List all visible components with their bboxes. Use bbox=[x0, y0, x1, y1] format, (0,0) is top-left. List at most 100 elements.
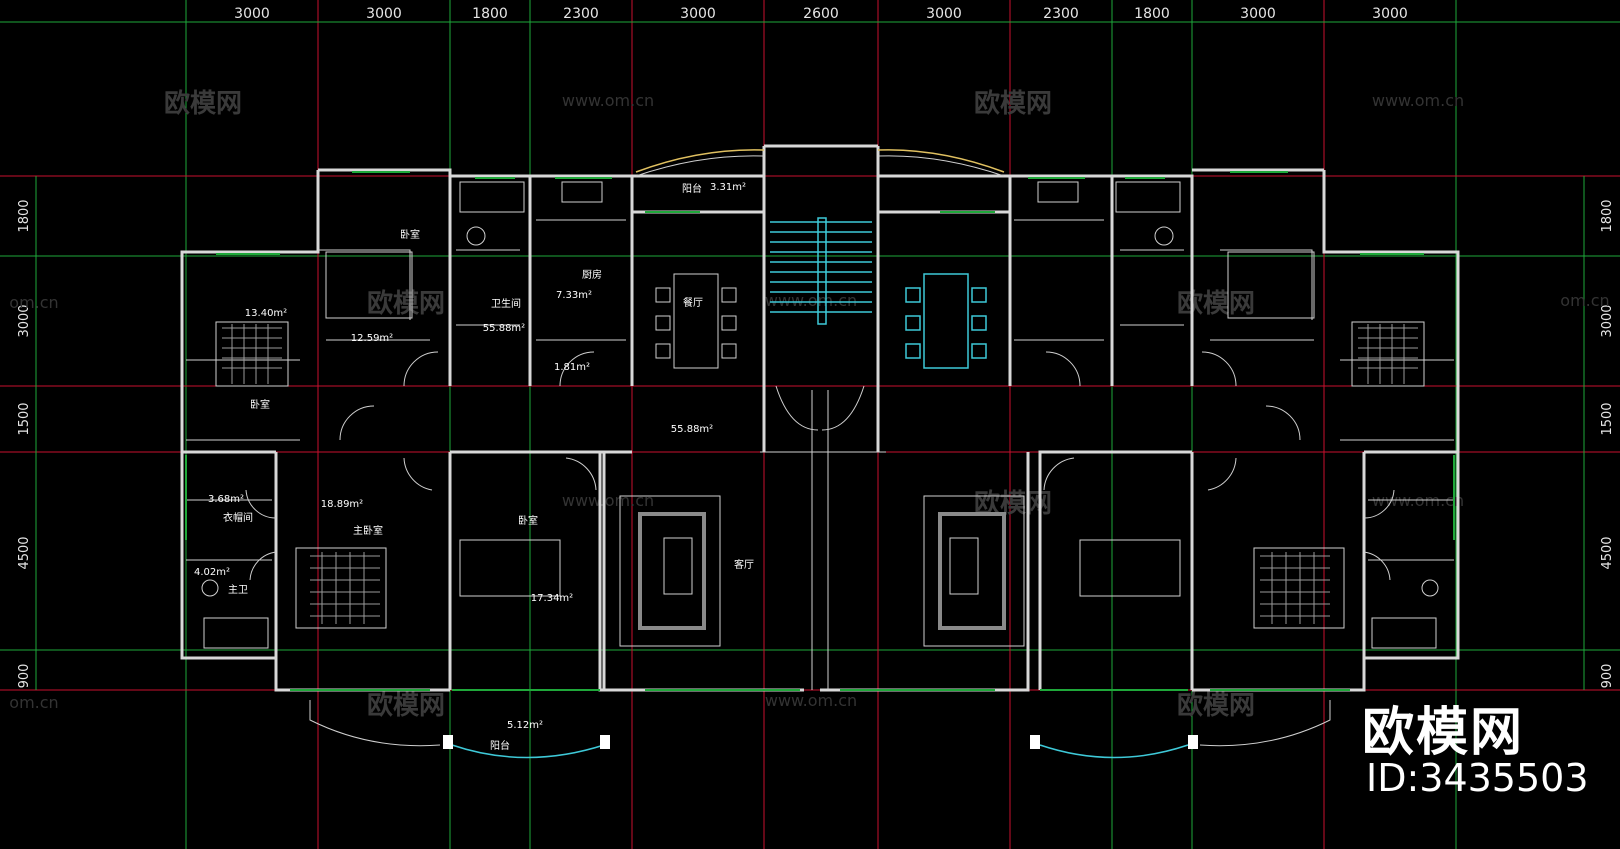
top-dimensions: 3000 3000 1800 2300 3000 2600 3000 2300 … bbox=[234, 6, 1408, 22]
dim-left-2: 3000 bbox=[17, 304, 32, 337]
room-labels: 阳台 3.31m² 卧室 12.59m² 13.40m² 卧室 卫生间 55.8… bbox=[194, 182, 754, 752]
bed-icon bbox=[325, 251, 413, 319]
furniture bbox=[201, 181, 1439, 649]
dim-right-1: 1800 bbox=[1600, 199, 1615, 232]
bed-icon bbox=[1253, 547, 1345, 629]
label-living-room: 客厅 bbox=[734, 558, 754, 571]
walls bbox=[180, 144, 1460, 692]
watermark-url-6: www.om.cn bbox=[562, 491, 654, 510]
watermark-url-5: om.cn bbox=[1560, 291, 1609, 310]
watermark-name-2: 欧模网 bbox=[974, 88, 1052, 119]
dim-top-3: 1800 bbox=[472, 6, 508, 22]
dim-top-10: 3000 bbox=[1240, 6, 1276, 22]
dim-top-5: 3000 bbox=[680, 6, 716, 22]
toilet-icon bbox=[1154, 226, 1174, 246]
dim-top-1: 3000 bbox=[234, 6, 270, 22]
dim-top-4: 2300 bbox=[563, 6, 599, 22]
dim-top-11: 3000 bbox=[1372, 6, 1408, 22]
bed-icon bbox=[1079, 539, 1181, 597]
right-dimensions: 1800 3000 1500 4500 900 bbox=[1600, 199, 1615, 688]
dining-table-icon bbox=[923, 273, 969, 369]
dim-right-2: 3000 bbox=[1600, 304, 1615, 337]
balcony-post-2 bbox=[600, 735, 610, 749]
label-master-bath-area: 4.02m² bbox=[194, 567, 230, 578]
model-id-text: ID:3435503 bbox=[1366, 756, 1589, 800]
staircase bbox=[760, 217, 886, 690]
balcony-post-4 bbox=[1188, 735, 1198, 749]
windows bbox=[185, 171, 1455, 691]
label-bedroom-mid: 卧室 bbox=[518, 514, 538, 527]
dim-top-2: 3000 bbox=[366, 6, 402, 22]
label-bedroom-far-left-area: 13.40m² bbox=[245, 308, 287, 319]
label-closet: 衣帽间 bbox=[223, 511, 253, 524]
watermark-url-1: www.om.cn bbox=[562, 91, 654, 110]
bathtub-icon bbox=[1371, 617, 1437, 649]
label-closet-area: 3.68m² bbox=[208, 494, 244, 505]
label-bedroom-far-left: 卧室 bbox=[250, 398, 270, 411]
dim-left-5: 900 bbox=[17, 664, 32, 689]
dim-left-4: 4500 bbox=[17, 536, 32, 569]
label-bedroom-tl: 卧室 bbox=[400, 228, 420, 241]
label-kitchen: 厨房 bbox=[582, 268, 602, 281]
watermark-url-8: om.cn bbox=[9, 693, 58, 712]
balconies bbox=[309, 149, 1331, 759]
label-kitchen-area: 7.33m² bbox=[556, 290, 592, 301]
label-storage-area: 1.81m² bbox=[554, 362, 590, 373]
bed-icon bbox=[215, 321, 289, 387]
watermark-name-6: 欧模网 bbox=[367, 690, 445, 721]
bed-icon bbox=[295, 547, 387, 629]
dim-left-3: 1500 bbox=[17, 402, 32, 435]
label-master-bedroom-area: 18.89m² bbox=[321, 499, 363, 510]
brand-logo-text: 欧模网 bbox=[1362, 703, 1525, 763]
dim-top-9: 1800 bbox=[1134, 6, 1170, 22]
bed-icon bbox=[1227, 251, 1315, 319]
watermark-url-9: www.om.cn bbox=[765, 691, 857, 710]
dim-top-6: 2600 bbox=[803, 6, 839, 22]
dim-right-5: 900 bbox=[1600, 664, 1615, 689]
dim-top-8: 2300 bbox=[1043, 6, 1079, 22]
watermark-url-2: www.om.cn bbox=[1372, 91, 1464, 110]
dim-top-7: 3000 bbox=[926, 6, 962, 22]
bed-icon bbox=[1351, 321, 1425, 387]
label-dining: 餐厅 bbox=[683, 296, 703, 309]
label-balcony-bottom: 阳台 bbox=[490, 739, 510, 752]
label-bathroom: 卫生间 bbox=[491, 297, 521, 310]
watermark-name-3: 欧模网 bbox=[367, 288, 445, 319]
label-master-bath: 主卫 bbox=[228, 584, 248, 596]
bathtub-icon bbox=[203, 617, 269, 649]
balcony-post-3 bbox=[1030, 735, 1040, 749]
bed-icon bbox=[459, 539, 561, 597]
bathtub-icon bbox=[1115, 181, 1181, 213]
label-bathroom-area: 55.88m² bbox=[483, 323, 525, 334]
label-hall-area: 55.88m² bbox=[671, 424, 713, 435]
toilet-icon bbox=[466, 226, 486, 246]
dim-left-1: 1800 bbox=[17, 199, 32, 232]
left-dimensions: 1800 3000 1500 4500 900 bbox=[17, 199, 32, 688]
label-balcony-bottom-area: 5.12m² bbox=[507, 720, 543, 731]
label-balcony-top-area: 3.31m² bbox=[710, 182, 746, 193]
sink-icon bbox=[561, 181, 603, 203]
toilet-icon bbox=[201, 579, 219, 597]
sofa-set-icon bbox=[923, 495, 1025, 647]
sofa-set-icon bbox=[619, 495, 721, 647]
toilet-icon bbox=[1421, 579, 1439, 597]
watermark-name-4: 欧模网 bbox=[1177, 288, 1255, 319]
dining-table-icon bbox=[673, 273, 719, 369]
balcony-post-1 bbox=[443, 735, 453, 749]
label-bedroom-tl-area: 12.59m² bbox=[351, 333, 393, 344]
dim-right-4: 4500 bbox=[1600, 536, 1615, 569]
watermark-name-7: 欧模网 bbox=[1177, 690, 1255, 721]
label-master-bedroom: 主卧室 bbox=[353, 524, 383, 537]
watermark-name-1: 欧模网 bbox=[164, 88, 242, 119]
label-balcony-top: 阳台 bbox=[682, 182, 702, 195]
bathtub-icon bbox=[459, 181, 525, 213]
dim-right-3: 1500 bbox=[1600, 402, 1615, 435]
doors bbox=[245, 351, 1395, 581]
coffee-table-icon bbox=[663, 537, 693, 595]
background-watermarks: 欧模网 www.om.cn 欧模网 www.om.cn om.cn 欧模网 ww… bbox=[9, 88, 1609, 721]
watermark-url-3: om.cn bbox=[9, 293, 58, 312]
label-bedroom-mid-area: 17.34m² bbox=[531, 593, 573, 604]
sink-icon bbox=[1037, 181, 1079, 203]
watermark-url-4: www.om.cn bbox=[765, 291, 857, 310]
